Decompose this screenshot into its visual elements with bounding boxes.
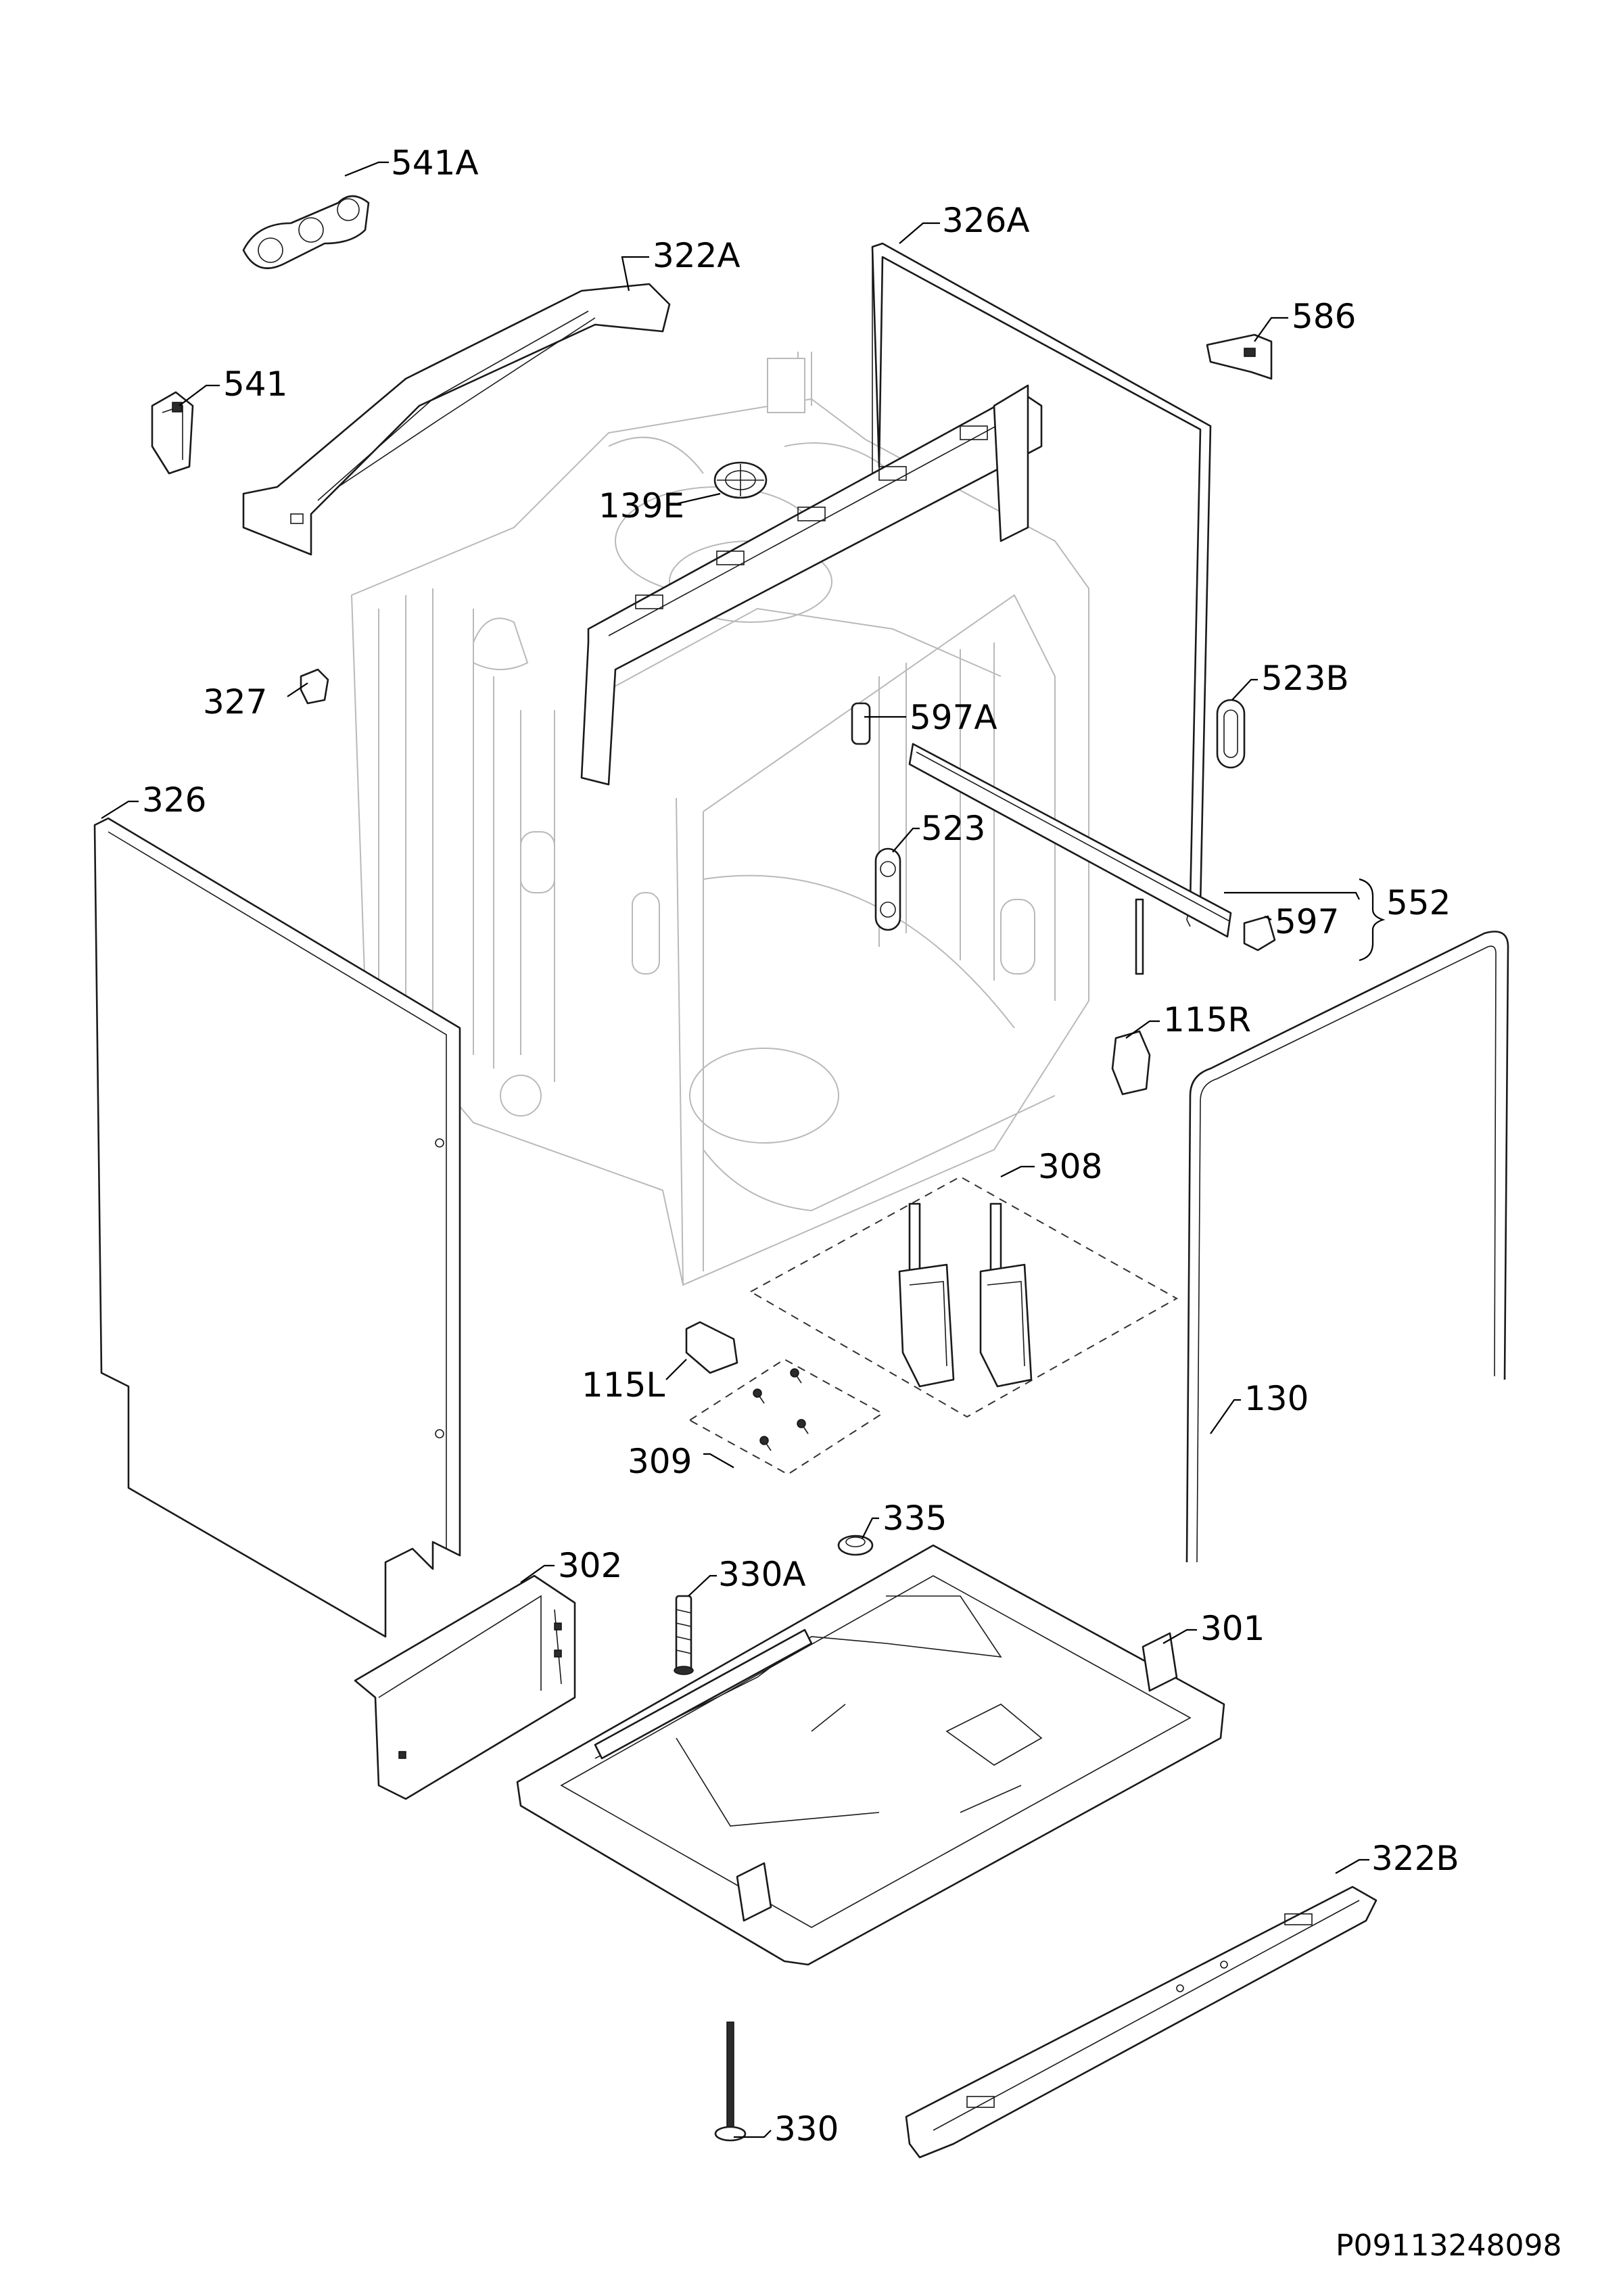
part-597-cap: [1135, 898, 1276, 975]
top-frame-rail: [580, 384, 1043, 786]
part-115L-cover: [685, 1321, 738, 1374]
leader-lines: [101, 161, 1369, 2138]
part-330-foot: [714, 2021, 747, 2142]
callout-301: 301: [1200, 1609, 1265, 1648]
part-335-cap: [837, 1534, 874, 1556]
callout-115R: 115R: [1163, 1000, 1251, 1039]
callout-586: 586: [1292, 297, 1356, 336]
document-code: P09113248098: [1336, 2228, 1561, 2263]
part-130-seal: [1185, 931, 1509, 1563]
callout-552: 552: [1386, 883, 1451, 922]
part-326-side-panel: [93, 817, 461, 1638]
part-330A-foot: [674, 1595, 694, 1675]
callout-302: 302: [558, 1546, 622, 1585]
part-308-hinges: [749, 1175, 1179, 1418]
part-586-bracket: [1206, 333, 1273, 380]
callout-326: 326: [142, 780, 206, 820]
callout-541: 541: [223, 365, 287, 404]
callout-327: 327: [203, 682, 267, 722]
part-523-roller: [874, 847, 901, 931]
part-327-plug: [300, 668, 329, 705]
callout-541A: 541A: [391, 143, 479, 183]
part-301-base: [516, 1544, 1225, 1966]
callout-326A: 326A: [942, 201, 1030, 240]
callout-597A: 597A: [910, 698, 997, 737]
part-322B-rail: [905, 1885, 1378, 2159]
callout-309: 309: [628, 1442, 692, 1481]
tub-body: [350, 352, 1089, 1286]
part-541A-clip: [242, 195, 370, 269]
callout-523B: 523B: [1261, 659, 1349, 698]
callout-322B: 322B: [1371, 1839, 1459, 1878]
part-541-clip: [151, 391, 194, 475]
callout-597: 597: [1275, 902, 1339, 941]
callout-139E: 139E: [598, 486, 684, 525]
part-139E-fan: [713, 461, 768, 499]
callout-130: 130: [1244, 1379, 1309, 1418]
callout-330A: 330A: [718, 1555, 806, 1594]
part-597A-rail: [851, 702, 1232, 938]
part-302-bracket: [354, 1574, 576, 1800]
part-309-screws: [688, 1358, 884, 1476]
callout-335: 335: [883, 1499, 947, 1538]
part-322A-top-bracket: [242, 283, 671, 556]
part-115R-cover: [1111, 1030, 1151, 1096]
callout-523: 523: [921, 809, 985, 848]
callout-322A: 322A: [653, 236, 740, 275]
callout-115L: 115L: [582, 1365, 665, 1405]
brace-552: [1359, 878, 1386, 962]
callout-330: 330: [774, 2109, 839, 2149]
part-523B-roller: [1216, 699, 1246, 769]
callout-308: 308: [1038, 1147, 1102, 1186]
